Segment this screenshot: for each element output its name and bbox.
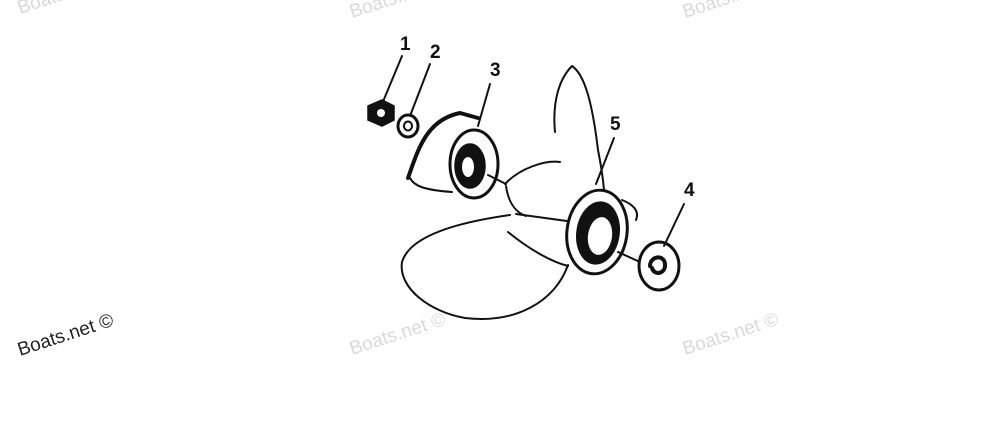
watermark-top-center: Boats.net © bbox=[347, 0, 448, 23]
callout-1: 1 bbox=[400, 34, 411, 55]
callout-4: 4 bbox=[684, 180, 695, 201]
callout-3: 3 bbox=[490, 60, 501, 81]
callout-2: 2 bbox=[430, 42, 441, 63]
watermark-top-right: Boats.net © bbox=[680, 0, 781, 23]
leader-lines bbox=[381, 55, 685, 247]
watermark-primary: Boats.net © bbox=[15, 310, 116, 361]
watermark-bottom-center: Boats.net © bbox=[347, 309, 448, 360]
part-4-washer bbox=[617, 240, 681, 292]
watermark-bottom-right: Boats.net © bbox=[680, 309, 781, 360]
part-3-spacer bbox=[406, 111, 507, 200]
part-2-washer bbox=[396, 113, 420, 139]
watermark-top-left: Boats.net © bbox=[15, 0, 116, 19]
watermark-group: Boats.net © Boats.net © Boats.net © Boat… bbox=[15, 0, 781, 361]
part-1-nut bbox=[367, 99, 395, 127]
callout-5: 5 bbox=[610, 114, 621, 135]
part-5-propeller bbox=[400, 65, 638, 320]
callout-labels: 1 2 3 4 5 bbox=[400, 34, 695, 201]
